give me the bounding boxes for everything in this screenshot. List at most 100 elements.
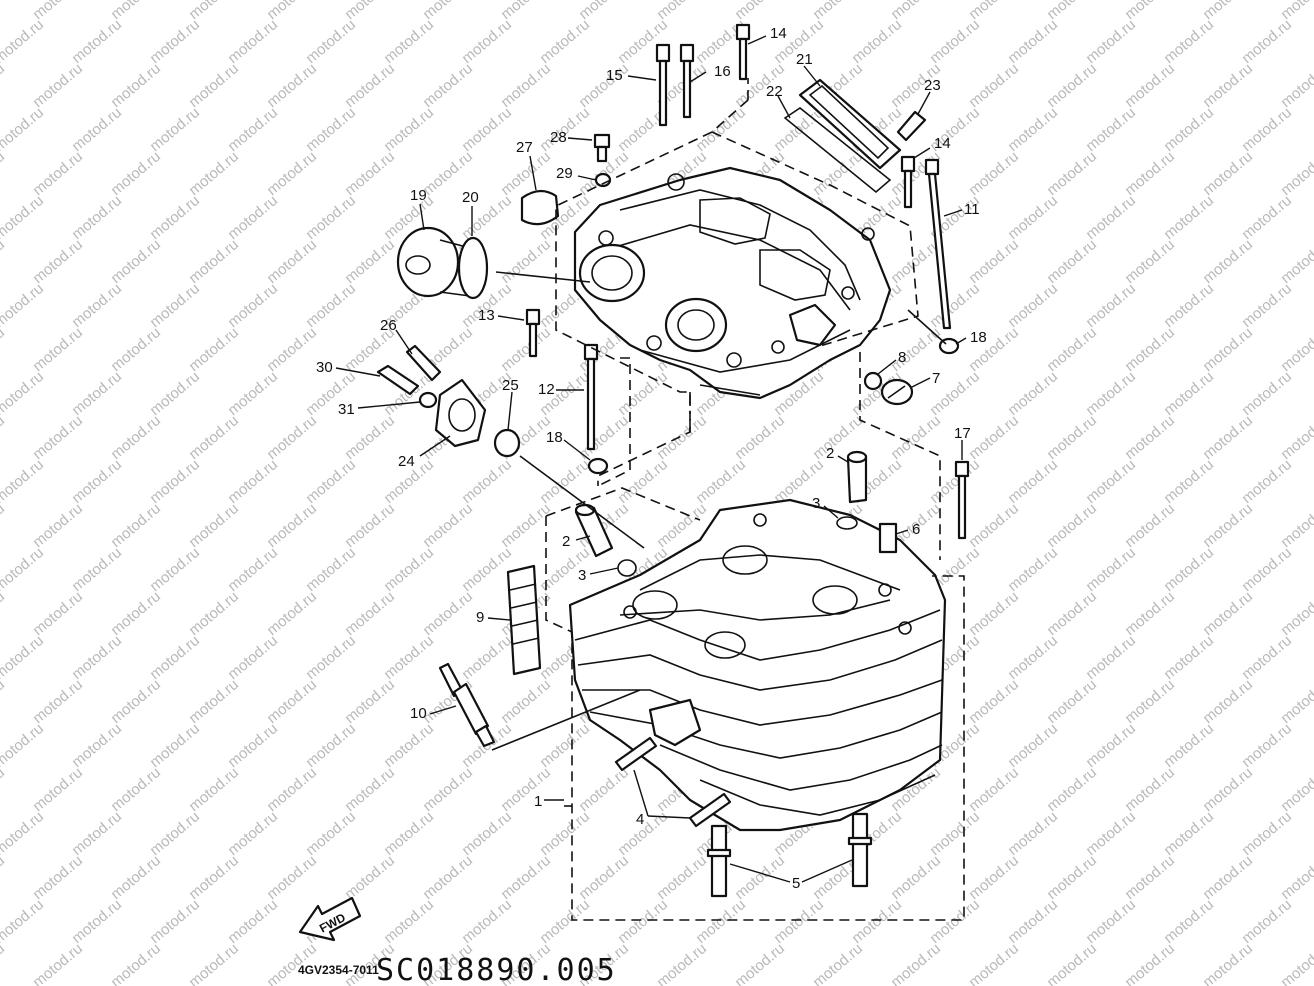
watermark-text: motod.ru (1122, 60, 1178, 111)
watermark-text: motod.ru (342, 588, 398, 639)
label-17: 17 (954, 425, 971, 442)
watermark-text: motod.ru (225, 368, 281, 419)
watermark-text: motod.ru (108, 764, 164, 815)
watermark-text: motod.ru (342, 500, 398, 551)
part-26-bolt (405, 344, 442, 382)
part-19-cap (396, 226, 471, 298)
part-22-gasket (783, 107, 892, 194)
part-7-plug (880, 378, 914, 406)
label-28: 28 (550, 129, 567, 146)
diagram-code: 4GV2354-7011 SC018890.005 (298, 953, 617, 986)
watermark-text: motod.ru (1278, 148, 1314, 199)
watermark-text: motod.ru (0, 16, 47, 67)
watermark-text: motod.ru (0, 148, 8, 199)
watermark-text: motod.ru (1239, 456, 1295, 507)
part-31-washer (418, 391, 438, 409)
diagram-code-large: SC018890.005 (376, 953, 617, 986)
watermark-text: motod.ru (0, 456, 47, 507)
watermark-text: motod.ru (69, 280, 125, 331)
label-2-right: 2 (826, 445, 834, 462)
label-26: 26 (380, 317, 397, 334)
watermark-text: motod.ru (459, 544, 515, 595)
watermark-text: motod.ru (186, 236, 242, 287)
watermark-text: motod.ru (1122, 412, 1178, 463)
watermark-text: motod.ru (225, 720, 281, 771)
watermark-text: motod.ru (966, 764, 1022, 815)
watermark-text: motod.ru (966, 852, 1022, 903)
watermark-text: motod.ru (303, 280, 359, 331)
watermark-text: motod.ru (30, 324, 86, 375)
watermark-text: motod.ru (1161, 808, 1217, 859)
watermark-text: motod.ru (264, 412, 320, 463)
watermark-text: motod.ru (0, 104, 47, 155)
watermark-text: motod.ru (1122, 852, 1178, 903)
leader-lines (335, 35, 967, 883)
watermark-text: motod.ru (966, 500, 1022, 551)
watermark-text: motod.ru (1122, 148, 1178, 199)
watermark-text: motod.ru (381, 632, 437, 683)
watermark-text: motod.ru (1122, 500, 1178, 551)
watermark-text: motod.ru (888, 324, 944, 375)
watermark-text: motod.ru (69, 16, 125, 67)
watermark-text: motod.ru (1239, 192, 1295, 243)
part-13-bolt (525, 308, 541, 358)
watermark-text: motod.ru (264, 588, 320, 639)
watermark-text: motod.ru (1083, 16, 1139, 67)
watermark-text: motod.ru (1044, 588, 1100, 639)
assembly-lines (491, 78, 965, 921)
watermark-text: motod.ru (927, 896, 983, 947)
watermark-text: motod.ru (225, 632, 281, 683)
watermark-text: motod.ru (1161, 720, 1217, 771)
watermark-text: motod.ru (1278, 588, 1314, 639)
part-30-bolt (376, 364, 420, 396)
watermark-text: motod.ru (927, 808, 983, 859)
label-22: 22 (766, 83, 783, 100)
watermark-text: motod.ru (30, 852, 86, 903)
watermark-text: motod.ru (342, 764, 398, 815)
watermark-text: motod.ru (225, 16, 281, 67)
label-15: 15 (606, 67, 623, 84)
watermark-text: motod.ru (1161, 544, 1217, 595)
watermark-text: motod.ru (69, 632, 125, 683)
watermark-text: motod.ru (30, 588, 86, 639)
label-18-lower: 18 (546, 429, 563, 446)
watermark-text: motod.ru (1122, 324, 1178, 375)
watermark-text: motod.ru (0, 192, 47, 243)
part-6-dowel (878, 522, 898, 554)
watermark-text: motod.ru (849, 896, 905, 947)
watermark-text: motod.ru (186, 412, 242, 463)
watermark-text: motod.ru (1005, 104, 1061, 155)
watermark-text: motod.ru (0, 632, 47, 683)
watermark-text: motod.ru (69, 544, 125, 595)
part-27-plug (520, 189, 560, 226)
watermark-text: motod.ru (381, 896, 437, 947)
watermark-text: motod.ru (459, 104, 515, 155)
watermark-text: motod.ru (1122, 676, 1178, 727)
watermark-text: motod.ru (810, 940, 866, 986)
watermark-text: motod.ru (303, 720, 359, 771)
watermark-text: motod.ru (147, 720, 203, 771)
watermark-text: motod.ru (225, 544, 281, 595)
watermark-text: motod.ru (888, 852, 944, 903)
watermark-text: motod.ru (30, 60, 86, 111)
watermark-text: motod.ru (108, 588, 164, 639)
watermark-text: motod.ru (1044, 676, 1100, 727)
watermark-text: motod.ru (381, 808, 437, 859)
watermark-text: motod.ru (1200, 676, 1256, 727)
watermark-text: motod.ru (1005, 808, 1061, 859)
watermark-text: motod.ru (498, 324, 554, 375)
label-27: 27 (516, 139, 533, 156)
watermark-text: motod.ru (1083, 368, 1139, 419)
label-23: 23 (924, 77, 941, 94)
watermark-text: motod.ru (420, 500, 476, 551)
watermark-text: motod.ru (966, 236, 1022, 287)
part-2-valve-guide-right (846, 450, 868, 504)
watermark-text: motod.ru (0, 0, 8, 23)
watermark-text: motod.ru (576, 60, 632, 111)
watermark-text: motod.ru (1161, 456, 1217, 507)
watermark-text: motod.ru (1161, 104, 1217, 155)
watermark-text: motod.ru (0, 236, 8, 287)
watermark-text: motod.ru (1200, 412, 1256, 463)
watermark-text: motod.ru (69, 896, 125, 947)
